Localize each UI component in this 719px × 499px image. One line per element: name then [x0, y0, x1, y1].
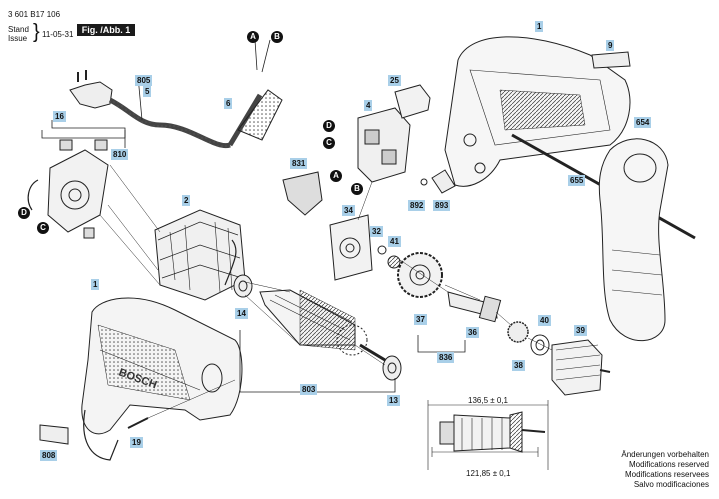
power-cord	[69, 39, 283, 149]
stator	[154, 209, 246, 301]
label-part-19: 19	[130, 437, 143, 448]
connector-d-marker: D	[323, 120, 335, 132]
footer-note-es: Salvo modificaciones	[633, 480, 709, 489]
connector-c-marker: C	[323, 137, 335, 149]
armature-assembly	[233, 274, 402, 381]
label-part-655: 655	[568, 175, 586, 186]
label-part-805: 805	[135, 75, 153, 86]
bearing-plate	[329, 214, 373, 281]
label-part-40: 40	[538, 315, 551, 326]
clip-part	[394, 84, 431, 119]
housing-upper	[444, 36, 631, 187]
connector-a-marker: A	[247, 31, 259, 43]
label-part-14: 14	[235, 308, 248, 319]
housing-lower: BOSCH	[81, 297, 243, 461]
connector-d-marker-2: D	[18, 207, 30, 219]
label-part-4: 4	[364, 100, 373, 111]
label-part-6: 6	[224, 98, 233, 109]
drive-gear	[397, 252, 443, 298]
drill-chuck	[551, 339, 611, 396]
label-part-893: 893	[433, 200, 451, 211]
label-part-2: 2	[182, 195, 191, 206]
label-part-32: 32	[370, 226, 383, 237]
label-part-808: 808	[40, 450, 58, 461]
connector-b-marker-2: B	[351, 183, 363, 195]
issue-label: Issue	[8, 34, 28, 43]
armature-dimension-drawing	[427, 400, 549, 470]
label-part-16: 16	[53, 111, 66, 122]
spindle	[447, 291, 502, 323]
label-part-37: 37	[414, 314, 427, 325]
label-part-1-top: 1	[535, 21, 544, 32]
date: 11-05-31	[42, 30, 74, 39]
label-part-654: 654	[634, 117, 652, 128]
screw-893	[431, 169, 456, 194]
brace-glyph: }	[33, 21, 40, 43]
part-9	[591, 51, 631, 69]
side-handle	[511, 133, 696, 342]
label-part-803: 803	[300, 384, 318, 395]
dimension-top: 136,5 ± 0,1	[468, 396, 508, 405]
label-part-9: 9	[606, 40, 615, 51]
connector-c-marker-2: C	[37, 222, 49, 234]
label-part-38: 38	[512, 360, 525, 371]
label-part-810: 810	[111, 149, 129, 160]
brush-holder	[357, 107, 411, 183]
label-part-41: 41	[388, 236, 401, 247]
label-part-5: 5	[143, 86, 152, 97]
footer-note-en: Modifications reserved	[628, 460, 709, 469]
footer-note-de: Änderungen vorbehalten	[621, 450, 709, 459]
label-part-836: 836	[437, 352, 455, 363]
part-number: 3 601 B17 106	[8, 10, 61, 19]
bracket-803	[239, 330, 396, 393]
figure-tag: Fig. /Abb. 1	[77, 24, 135, 36]
label-part-13: 13	[387, 395, 400, 406]
label-part-39: 39	[574, 325, 587, 336]
connector-a-marker-2: A	[330, 170, 342, 182]
part-808	[39, 424, 69, 445]
stand-label: Stand	[8, 25, 29, 34]
spindle-nut	[507, 321, 529, 343]
label-part-25: 25	[388, 75, 401, 86]
switch-assembly	[27, 130, 126, 239]
bracket-836	[417, 335, 466, 353]
connector-b-marker: B	[271, 31, 283, 43]
label-part-36: 36	[466, 327, 479, 338]
label-part-34: 34	[342, 205, 355, 216]
screw-892	[420, 178, 428, 186]
small-washer	[377, 245, 387, 255]
dimension-bottom: 121,85 ± 0,1	[466, 469, 511, 478]
label-part-1-bottom: 1	[91, 279, 100, 290]
cover-part	[282, 171, 323, 216]
small-gear	[387, 255, 401, 269]
washer	[530, 334, 550, 356]
label-part-892: 892	[408, 200, 426, 211]
footer-note-fr: Modifications reservees	[624, 470, 709, 479]
screw-19	[127, 417, 149, 429]
label-part-831: 831	[290, 158, 308, 169]
